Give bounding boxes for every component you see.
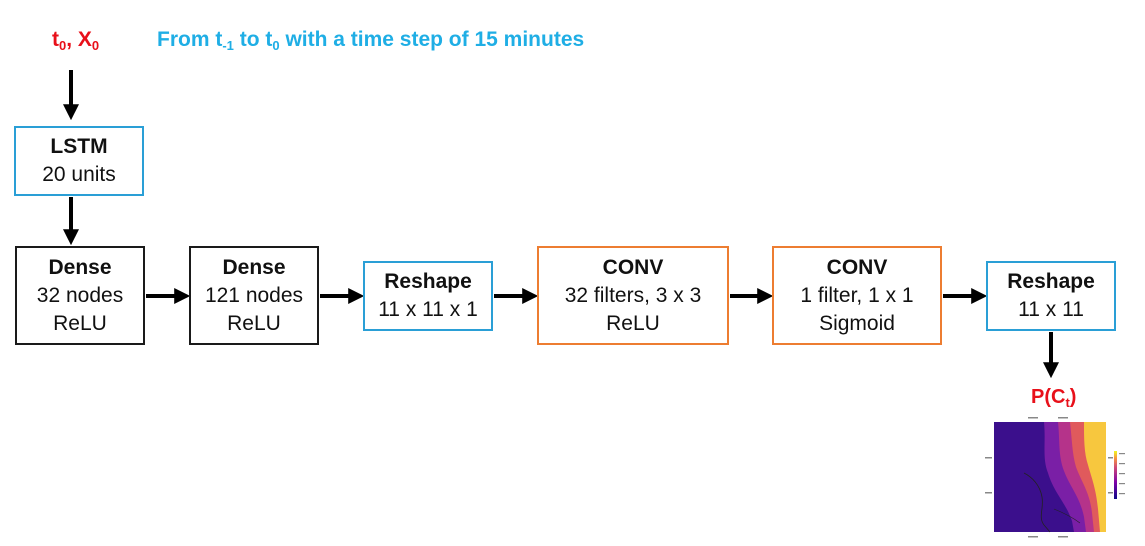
reshape2-layer-box: Reshape 11 x 11 [986, 261, 1116, 331]
reshape1-layer-box: Reshape 11 x 11 x 1 [363, 261, 493, 331]
dense2-activation: ReLU [227, 311, 281, 335]
map-coastline [1023, 472, 1051, 533]
dense2-title: Dense [222, 255, 286, 279]
dense2-nodes: 121 nodes [204, 283, 304, 307]
map-colorbar [1114, 451, 1117, 499]
input-label: t0, X0 [52, 28, 100, 53]
dense1-layer-box: Dense 32 nodes ReLU [15, 246, 145, 345]
dense1-nodes: 32 nodes [36, 283, 124, 307]
conv2-activation: Sigmoid [819, 311, 895, 335]
lstm-layer-box: LSTM 20 units [14, 126, 144, 196]
conv1-title: CONV [602, 255, 664, 279]
reshape1-shape: 11 x 11 x 1 [378, 298, 478, 321]
conv1-layer-box: CONV 32 filters, 3 x 3 ReLU [537, 246, 729, 345]
reshape2-title: Reshape [1007, 270, 1095, 293]
conv1-activation: ReLU [606, 311, 660, 335]
conv2-filters: 1 filter, 1 x 1 [800, 283, 914, 307]
output-label: P(Ct) [1031, 386, 1077, 410]
reshape2-shape: 11 x 11 [1018, 298, 1084, 321]
dense1-title: Dense [48, 255, 112, 279]
lstm-title: LSTM [50, 135, 108, 158]
map-band-yellow [1084, 422, 1106, 532]
map-island [1053, 508, 1081, 524]
time-step-caption: From t-1 to t0 with a time step of 15 mi… [157, 28, 585, 53]
conv2-title: CONV [826, 255, 888, 279]
conv2-layer-box: CONV 1 filter, 1 x 1 Sigmoid [772, 246, 942, 345]
dense2-layer-box: Dense 121 nodes ReLU [189, 246, 319, 345]
lstm-units: 20 units [42, 163, 116, 186]
reshape1-title: Reshape [384, 270, 472, 293]
probability-map-image [984, 413, 1132, 542]
conv1-filters: 32 filters, 3 x 3 [564, 283, 702, 307]
dense1-activation: ReLU [53, 311, 107, 335]
